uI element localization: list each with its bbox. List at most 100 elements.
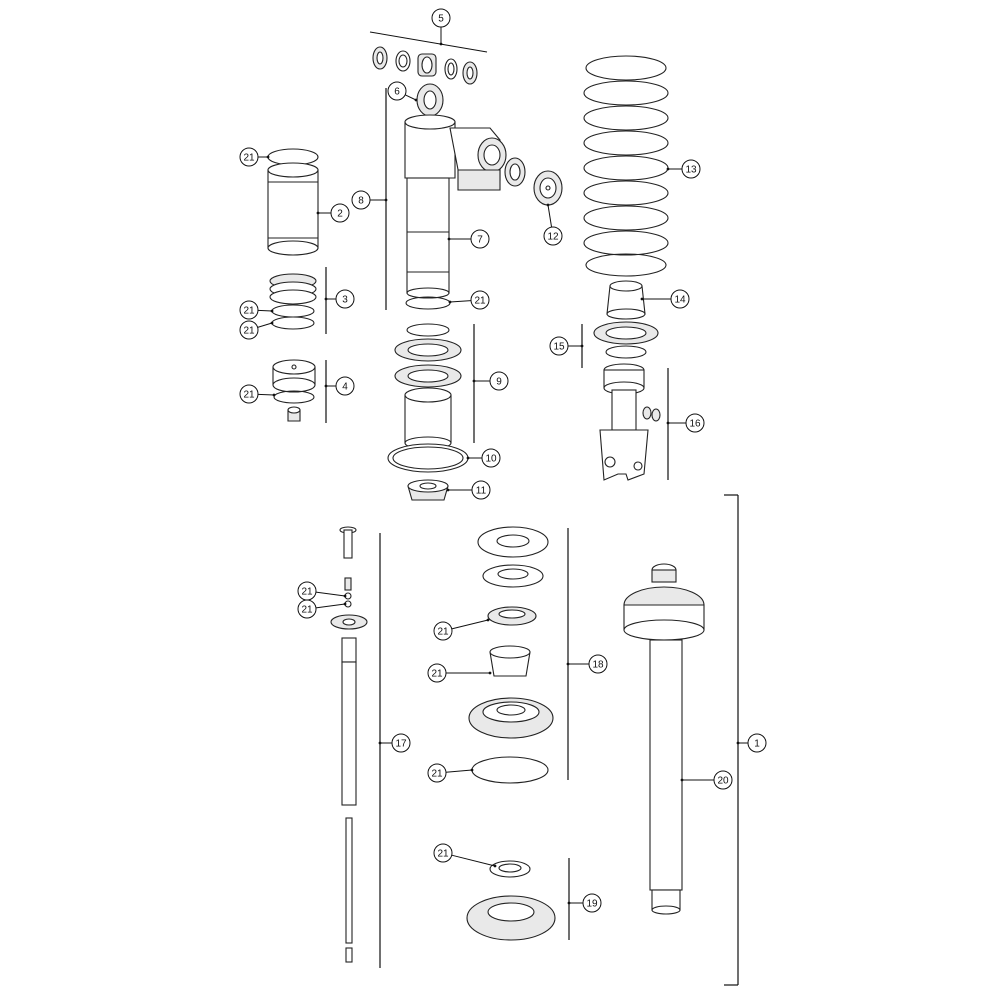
callout-number: 17 [395,739,407,750]
callout-leader-tip [566,662,570,666]
callout-circle [685,413,705,433]
callout-leader-6 [404,94,417,101]
callout-leader-tip [384,198,388,202]
callout-circle [433,843,453,863]
part-14-spring-seat [606,280,646,320]
callout-number: 18 [592,660,604,671]
callout-leader-12 [547,204,553,228]
callout-number: 21 [437,627,449,638]
callout-21: 21 [427,663,447,683]
callout-number: 21 [431,669,443,680]
callout-circle [431,8,451,28]
part-1-main-body [623,494,739,986]
callout-1: 1 [747,733,767,753]
callout-circle [351,190,371,210]
callout-9: 9 [489,371,509,391]
callout-number: 21 [431,769,443,780]
callout-number: 13 [685,165,697,176]
part-8-damper-body [385,83,507,310]
callout-circle [470,229,490,249]
callout-leader-tip [640,297,644,301]
callout-circle [470,290,490,310]
callout-leader-tip [666,421,670,425]
callout-21: 21 [433,621,453,641]
callout-number: 10 [485,454,497,465]
callout-leader-tip [446,488,450,492]
callout-leader-tip [324,384,328,388]
part-16-lower-clevis [599,363,669,481]
callout-leader-tip [472,379,476,383]
callout-circle [239,384,259,404]
callout-circle [481,448,501,468]
callout-circle [582,893,602,913]
callout-leader-tip [447,237,451,241]
callout-20: 20 [713,770,733,790]
callout-7: 7 [470,229,490,249]
callout-leader-21 [451,854,496,867]
callout-circle [297,599,317,619]
part-18-seal-head [468,526,569,784]
callout-number: 15 [553,342,565,353]
callout-leader-tip [488,671,492,675]
part-9-preload-collar [394,323,475,450]
part-11-bump-stop [407,479,449,501]
callout-14: 14 [670,289,690,309]
callout-number: 21 [243,153,255,164]
callout-4: 4 [335,376,355,396]
callout-leader-21 [451,619,489,630]
callout-18: 18 [588,654,608,674]
callout-leader-tip [324,297,328,301]
callout-number: 1 [754,739,760,750]
part-12-adjuster [504,157,563,206]
callout-number: 14 [674,295,686,306]
callout-21: 21 [427,763,447,783]
callout-leader-tip [378,741,382,745]
callout-21: 21 [239,320,259,340]
part-2-reservoir [267,148,319,256]
callout-16: 16 [685,413,705,433]
callout-12: 12 [543,226,563,246]
callout-circle [681,159,701,179]
part-10-washer [387,443,469,473]
callout-21: 21 [470,290,490,310]
callout-21: 21 [433,843,453,863]
callout-number: 21 [243,306,255,317]
part-13-coil-spring [583,55,669,277]
callout-11: 11 [471,480,491,500]
callout-circle [549,336,569,356]
callout-leader-21 [445,769,473,773]
callout-21: 21 [297,599,317,619]
callout-leader-tip [666,167,670,171]
callout-21: 21 [239,147,259,167]
callout-leaders [257,27,748,905]
callout-15: 15 [549,336,569,356]
callout-leader-21 [257,322,273,328]
part-3-floating-piston [269,267,327,334]
callout-21: 21 [297,581,317,601]
callout-leader-tip [266,155,270,159]
callout-leader-tip [343,602,347,606]
callout-number: 4 [342,382,348,393]
callout-circle [239,300,259,320]
callout-13: 13 [681,159,701,179]
callout-10: 10 [481,448,501,468]
callout-leader-tip [546,203,550,207]
callout-21: 21 [239,300,259,320]
callout-leader-tip [343,594,347,598]
callout-circle [330,203,350,223]
callout-circle [427,763,447,783]
callout-circle [391,733,411,753]
callout-leader-tip [270,309,274,313]
callout-number: 16 [689,419,701,430]
callout-3: 3 [335,289,355,309]
callout-6: 6 [387,81,407,101]
callout-number: 3 [342,295,348,306]
callout-number: 21 [243,326,255,337]
callout-circle [239,320,259,340]
callout-number: 19 [586,899,598,910]
callout-circle [335,289,355,309]
callout-leader-tip [448,300,452,304]
